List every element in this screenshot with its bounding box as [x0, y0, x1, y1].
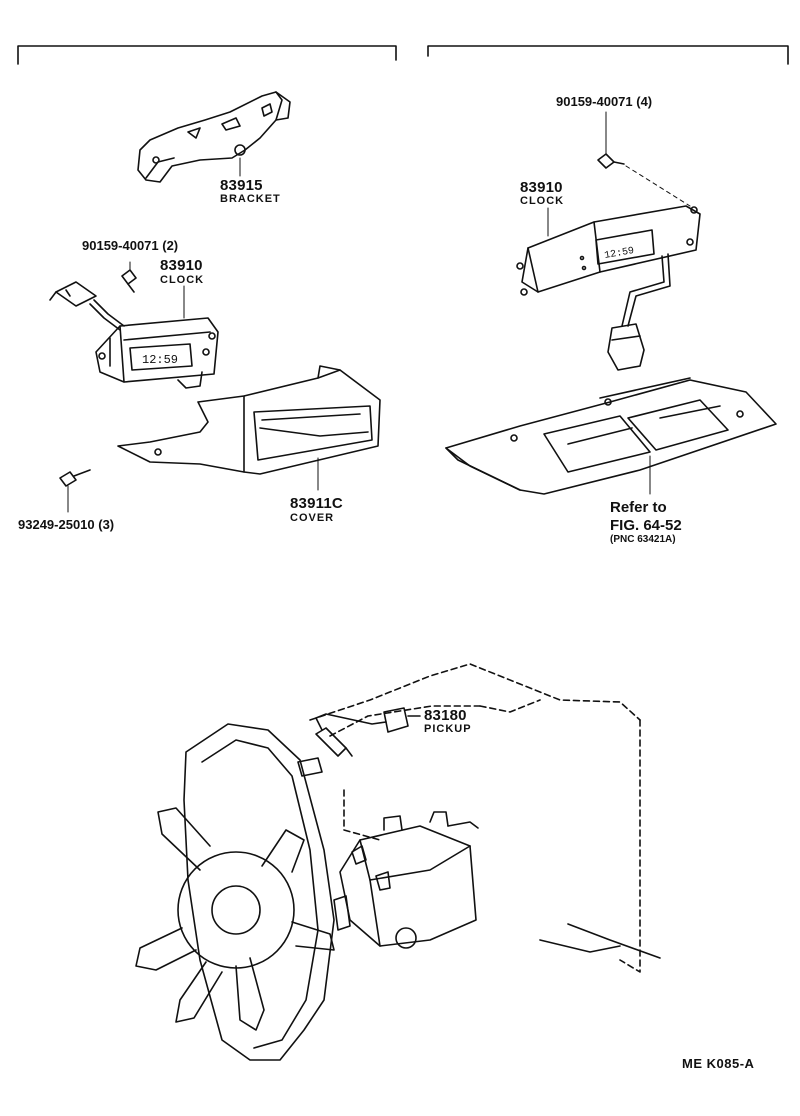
refer-figure-label: FIG. 64-52 [610, 517, 682, 534]
screw-3-part-number: 93249-25010 (3) [18, 517, 115, 532]
cover-part-number: 83911C [290, 495, 343, 512]
clock-right-part-number: 83910 [520, 179, 563, 196]
section-bracket-right [427, 45, 789, 65]
screw-4-part-number: 90159-40071 (4) [556, 94, 653, 109]
screw-2-part-number: 90159-40071 (2) [82, 238, 179, 253]
clock-right [516, 205, 701, 371]
bracket-83915 [137, 91, 291, 183]
bracket-part-number: 83915 [220, 177, 263, 194]
section-bracket-left [17, 45, 397, 65]
cover-part-name: COVER [290, 512, 335, 524]
pickup-part-name: PICKUP [424, 723, 472, 735]
figure-code: ME K085-A [682, 1056, 755, 1071]
refer-pnc-label: (PNC 63421A) [610, 534, 676, 545]
pickup-part-number: 83180 [424, 707, 467, 724]
bracket-part-name: BRACKET [220, 193, 281, 205]
left-clock-display: 12:59 [142, 353, 178, 367]
right-clock-display: 12:59 [604, 246, 635, 262]
refer-to-label: Refer to [610, 499, 667, 516]
screw-left-bottom [59, 469, 91, 513]
clock-right-part-name: CLOCK [520, 195, 565, 207]
screw-left-top [121, 261, 137, 293]
clock-left-part-number: 83910 [160, 257, 203, 274]
screw-right [597, 111, 691, 207]
clock-left-part-name: CLOCK [160, 274, 205, 286]
cover-83911C [117, 365, 381, 491]
clock-left [49, 281, 219, 389]
engine-assembly [135, 663, 661, 1061]
console-panel [445, 377, 777, 495]
